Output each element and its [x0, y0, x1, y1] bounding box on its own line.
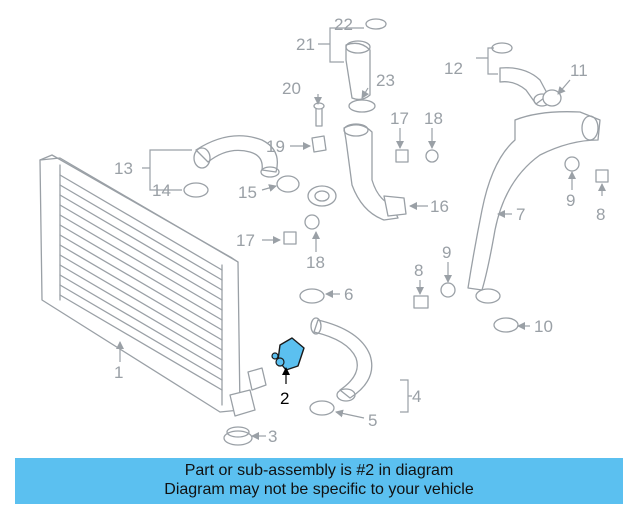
nut-part-9-upper [564, 156, 580, 172]
callout-21: 21 [296, 35, 315, 54]
callout-1: 1 [114, 363, 123, 382]
callout-16: 16 [430, 197, 449, 216]
callout-lines [116, 27, 606, 440]
callout-12: 12 [444, 59, 463, 78]
info-banner: Part or sub-assembly is #2 in diagram Di… [15, 458, 623, 504]
callout-8-upper: 8 [596, 205, 605, 224]
callout-10: 10 [534, 317, 553, 336]
bolt-part-17-lower [283, 231, 297, 245]
callout-labels: 1 2 3 4 5 6 7 8 8 9 9 10 11 12 13 14 15 … [114, 15, 605, 446]
clamp-part-14 [183, 182, 209, 198]
clamp-part-11 [542, 89, 562, 107]
callout-20: 20 [282, 79, 301, 98]
bolt-part-17-upper [395, 149, 409, 163]
callout-9-lower: 9 [442, 243, 451, 262]
parts-diagram: 1 2 3 4 5 6 7 8 8 9 9 10 11 12 13 14 15 … [39, 15, 609, 446]
clamp-part-5 [309, 400, 335, 416]
bolt-part-8-upper [595, 169, 609, 183]
bolt-part-20 [313, 102, 325, 127]
callout-22: 22 [334, 15, 353, 34]
callout-17-lower: 17 [236, 231, 255, 250]
callout-8-lower: 8 [414, 261, 423, 280]
callout-19: 19 [266, 137, 285, 156]
pipe-part-7 [467, 111, 601, 304]
clamp-part-15 [276, 175, 300, 193]
callout-4: 4 [412, 387, 421, 406]
pipe-part-16 [343, 123, 407, 221]
nut-part-18-lower [304, 214, 320, 230]
callout-13: 13 [114, 159, 133, 178]
hose-part-12 [499, 67, 551, 107]
banner-line-2: Diagram may not be specific to your vehi… [164, 481, 474, 498]
nut-part-9-lower [440, 282, 456, 298]
callout-18-upper: 18 [424, 109, 443, 128]
clamp-part-12a [491, 42, 513, 54]
hose-part-21 [345, 40, 371, 101]
callout-11: 11 [570, 61, 588, 80]
hose-part-13 [193, 135, 280, 178]
callout-9-upper: 9 [566, 191, 575, 210]
plug-part-3 [223, 426, 253, 446]
clamp-part-22 [365, 18, 387, 30]
banner-line-1: Part or sub-assembly is #2 in diagram [184, 462, 454, 479]
clamp-part-10 [493, 317, 519, 333]
fitting-center [307, 185, 337, 207]
sensor-part-19 [311, 135, 327, 153]
callout-5: 5 [368, 411, 377, 430]
callout-3: 3 [268, 427, 277, 446]
callout-6: 6 [344, 285, 353, 304]
callout-17-upper: 17 [390, 109, 409, 128]
callout-23: 23 [376, 71, 395, 90]
bracket-part-2-highlighted [271, 337, 305, 371]
nut-part-18-upper [425, 149, 439, 163]
callout-15: 15 [238, 183, 257, 202]
clamp-part-6 [299, 288, 325, 304]
bolt-part-8-lower [413, 295, 429, 309]
callout-18-lower: 18 [306, 253, 325, 272]
callout-14: 14 [152, 181, 171, 200]
callout-2: 2 [280, 389, 289, 408]
intercooler-part-1 [39, 154, 267, 417]
hose-part-4 [310, 317, 373, 402]
clamp-part-23 [348, 99, 376, 113]
callout-7: 7 [516, 205, 525, 224]
